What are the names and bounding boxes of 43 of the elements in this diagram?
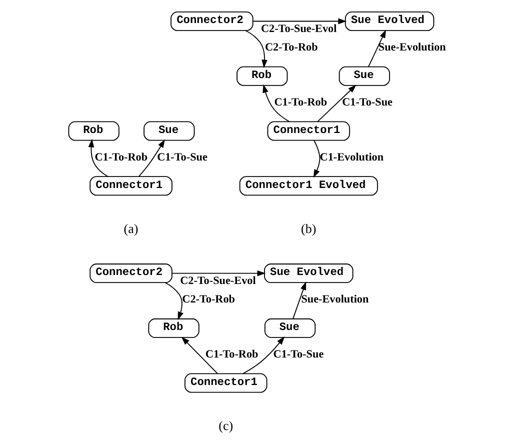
arrow [252, 18, 347, 24]
node-box: Sue [338, 66, 390, 86]
edge-label: C1-Evolution [320, 151, 384, 164]
node-box: Sue Evolved [344, 12, 434, 32]
node-box: Rob [148, 318, 200, 338]
node-box: Rob [236, 66, 288, 86]
node-box: Connector1 [90, 176, 172, 196]
arrow [292, 282, 306, 320]
arrow [138, 139, 165, 177]
edge-label: C2-To-Sue-Evol [180, 275, 256, 288]
node-box: Connector2 [170, 12, 254, 32]
arrow [181, 336, 218, 374]
arrow [368, 30, 386, 68]
node-box: Connector2 [90, 264, 172, 284]
edge-label: Sue-Evolution [378, 42, 446, 54]
label: (b) [301, 221, 316, 236]
arrow [262, 84, 290, 122]
arrow [317, 84, 356, 122]
arrow [242, 336, 285, 374]
node-box: Rob [68, 121, 120, 141]
edge-label: C2-To-Sue-Evol [260, 23, 337, 36]
arrow [88, 138, 108, 177]
edge-label: C1-To-Rob [94, 151, 148, 164]
node-box: Connector1 Evolved [239, 176, 378, 196]
edge-label: C1-To-Rob [274, 96, 328, 109]
node-box: Sue [264, 318, 316, 338]
node-box: Sue [144, 121, 195, 141]
arrow [164, 282, 184, 320]
edge-label: C1-To-Sue [273, 348, 324, 361]
arrow [245, 30, 268, 68]
edge-label: C2-To-Rob [264, 42, 318, 54]
edge-label: C1-To-Sue [342, 96, 392, 109]
edge-label: C1-To-Sue [157, 151, 208, 164]
label: (a) [124, 221, 138, 236]
edge-label: C2-To-Rob [182, 294, 235, 306]
edge-label: Sue-Evolution [301, 294, 369, 306]
node-box: Connector1 [184, 373, 268, 393]
node-box: Connector1 [267, 121, 350, 141]
label: (c) [218, 418, 234, 434]
arrow [313, 140, 320, 178]
node-box: Sue Evolved [264, 264, 354, 284]
arrow [172, 270, 266, 276]
edge-label: C1-To-Rob [205, 348, 258, 361]
